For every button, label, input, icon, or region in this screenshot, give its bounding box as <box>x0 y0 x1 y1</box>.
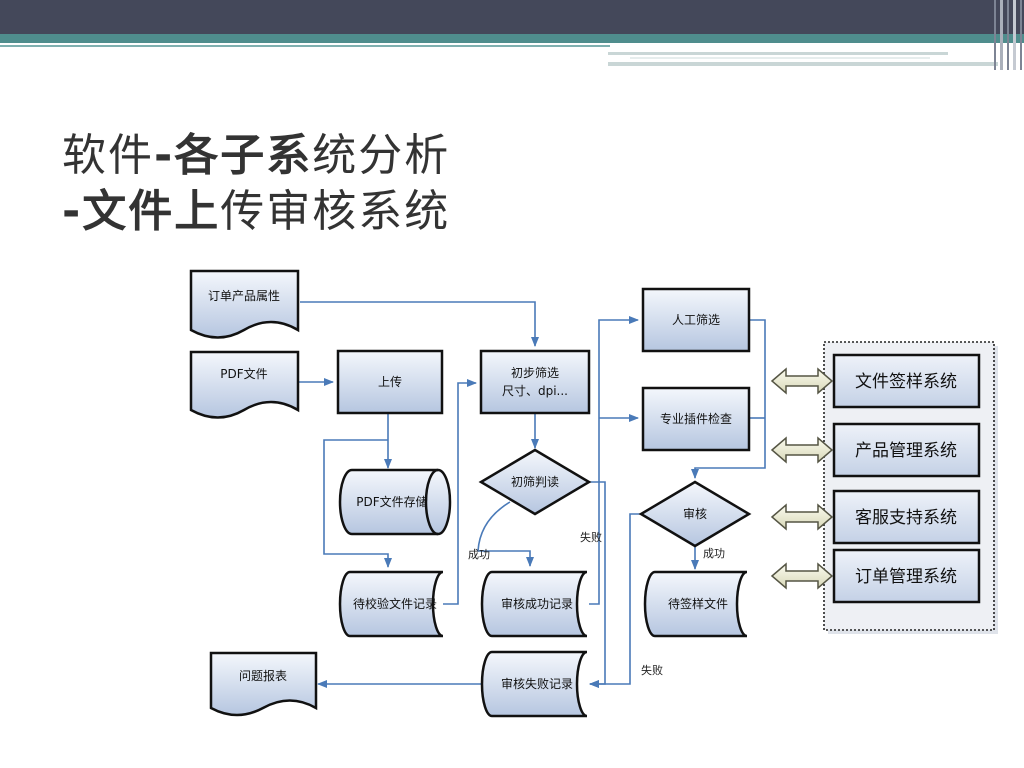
node-label: 订单产品属性 <box>208 289 280 303</box>
system-label: 产品管理系统 <box>855 441 957 461</box>
doc-pdf-file: PDF文件 <box>189 350 300 419</box>
box-plugin-check: 专业插件检查 <box>641 386 751 452</box>
node-label: PDF文件存储 <box>356 494 427 509</box>
system-box: 产品管理系统 <box>832 422 981 478</box>
title-text: 软件 <box>62 130 154 181</box>
node-label: 尺寸、dpi... <box>502 384 568 398</box>
title-line-2: -文件上传审核系统 <box>62 184 450 240</box>
title-text-bold: -文件上 <box>62 186 221 237</box>
node-label: 人工筛选 <box>672 312 720 327</box>
title-text-bold: -各子系 <box>154 130 313 181</box>
double-arrow-icon <box>770 367 834 395</box>
node-label: 审核 <box>683 506 707 521</box>
system-box: 客服支持系统 <box>832 489 981 545</box>
title-text: 传审核系统 <box>220 186 451 237</box>
system-label: 订单管理系统 <box>855 567 957 587</box>
doc-problem-report: 问题报表 <box>209 651 318 717</box>
edge-label: 失败 <box>580 530 602 544</box>
decor-line <box>630 57 930 59</box>
slide-title: 软件-各子系统分析 -文件上传审核系统 <box>62 128 450 240</box>
record-pending-check: 待校验文件记录 <box>338 570 444 638</box>
box-manual-filter: 人工筛选 <box>641 287 751 353</box>
double-arrow-icon <box>770 503 834 531</box>
title-text: 统分析 <box>312 130 451 181</box>
decor-stripes <box>994 0 1022 70</box>
node-label: 初步筛选 <box>511 365 559 380</box>
node-label: 上传 <box>378 374 402 389</box>
storage-pdf: PDF文件存储 <box>338 468 452 536</box>
title-line-1: 软件-各子系统分析 <box>62 128 450 184</box>
node-label: 问题报表 <box>239 668 287 683</box>
double-arrow-icon <box>770 562 834 590</box>
box-upload: 上传 <box>336 349 444 415</box>
edge-label: 成功 <box>468 548 490 561</box>
record-review-success: 审核成功记录 <box>480 570 588 638</box>
system-label: 客服支持系统 <box>855 508 957 528</box>
decision-review: 审核 <box>638 480 752 548</box>
header-accent-bar <box>0 34 1024 43</box>
node-label: 专业插件检查 <box>660 411 732 426</box>
system-label: 文件签样系统 <box>855 372 957 392</box>
header-accent-line <box>0 45 610 47</box>
node-label: 初筛判读 <box>511 474 559 489</box>
doc-order-attrs: 订单产品属性 <box>189 269 300 339</box>
node-label: PDF文件 <box>220 366 267 381</box>
node-label: 审核成功记录 <box>501 596 573 611</box>
decor-line <box>608 62 998 66</box>
edge-label: 失败 <box>641 663 663 677</box>
edge-label: 成功 <box>703 547 725 560</box>
record-pending-sign: 待签样文件 <box>643 570 748 638</box>
header-bar <box>0 0 1024 34</box>
decor-line <box>608 52 948 55</box>
connectors <box>298 301 766 688</box>
box-prefilter: 初步筛选 尺寸、dpi... <box>479 349 591 415</box>
system-box: 文件签样系统 <box>832 353 981 409</box>
node-label: 审核失败记录 <box>501 676 573 691</box>
node-label: 待签样文件 <box>668 596 728 611</box>
node-label: 待校验文件记录 <box>353 596 437 611</box>
record-review-fail: 审核失败记录 <box>480 650 588 718</box>
decision-prefilter: 初筛判读 <box>478 448 592 516</box>
double-arrow-icon <box>770 436 834 464</box>
system-box: 订单管理系统 <box>832 548 981 604</box>
